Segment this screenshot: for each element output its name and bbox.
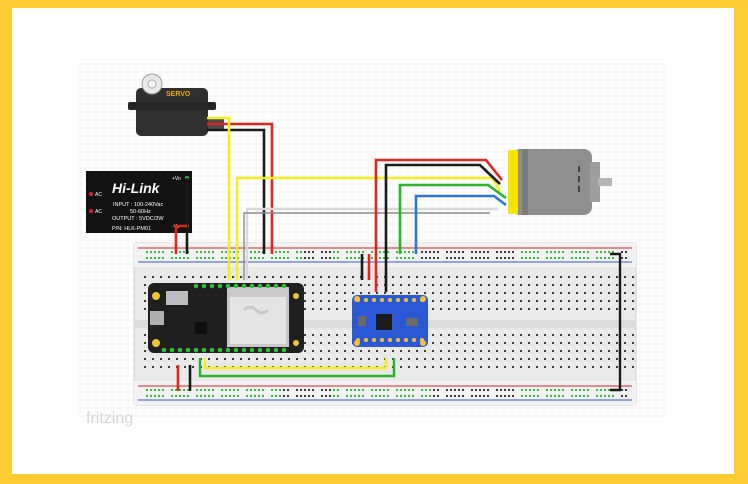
usb-connector [150,311,164,325]
driver-bottom-pins [356,338,424,342]
servo-yellow-wire [207,116,231,280]
driver-top-pins [356,298,424,302]
dc-motor [508,149,612,215]
hlk-power-module: Hi-Link INPUT : 100-240Vac 50-60Hz OUTPU… [86,171,192,233]
esp32-feather-board [148,283,304,353]
motor-blue-wire [414,194,507,254]
hlk-red-wire [174,224,187,254]
motor-black-wire [384,163,501,292]
motor-red-wire [374,158,504,292]
hlink-ac2-label: AC [95,209,102,215]
fritzing-watermark: fritzing [86,410,133,427]
motor-gray-wire [243,212,490,280]
usb-chip [195,322,207,334]
motor-driver-board [352,295,428,347]
motor-yellow-wire [235,176,502,280]
hlink-input-text: INPUT : 100-240Vac [113,202,163,208]
wires [174,116,622,392]
bottom-green-wire [198,358,396,378]
bottom-yellow-wire [203,358,388,370]
esp32-top-pins [193,283,287,289]
hlink-freq-text: 50-60Hz [130,209,151,215]
hlink-output-text: OUTPUT : 5VDC/3W [112,216,164,222]
battery-connector [166,291,188,305]
hlink-ac1-label: AC [95,192,102,198]
servo-motor: SERVO [128,73,224,136]
driver-chip [376,314,392,330]
servo-label: SERVO [166,91,191,98]
hlink-pn-text: P/N: HLK-PM01 [112,226,151,232]
hlink-vo-plus: +Vo [172,176,181,182]
hlink-brand: Hi-Link [112,180,161,196]
esp32-bottom-pins [161,347,287,353]
rail-bridge-wire [610,252,622,392]
motor-green-wire [398,183,507,254]
motor-white-wire [245,207,498,280]
